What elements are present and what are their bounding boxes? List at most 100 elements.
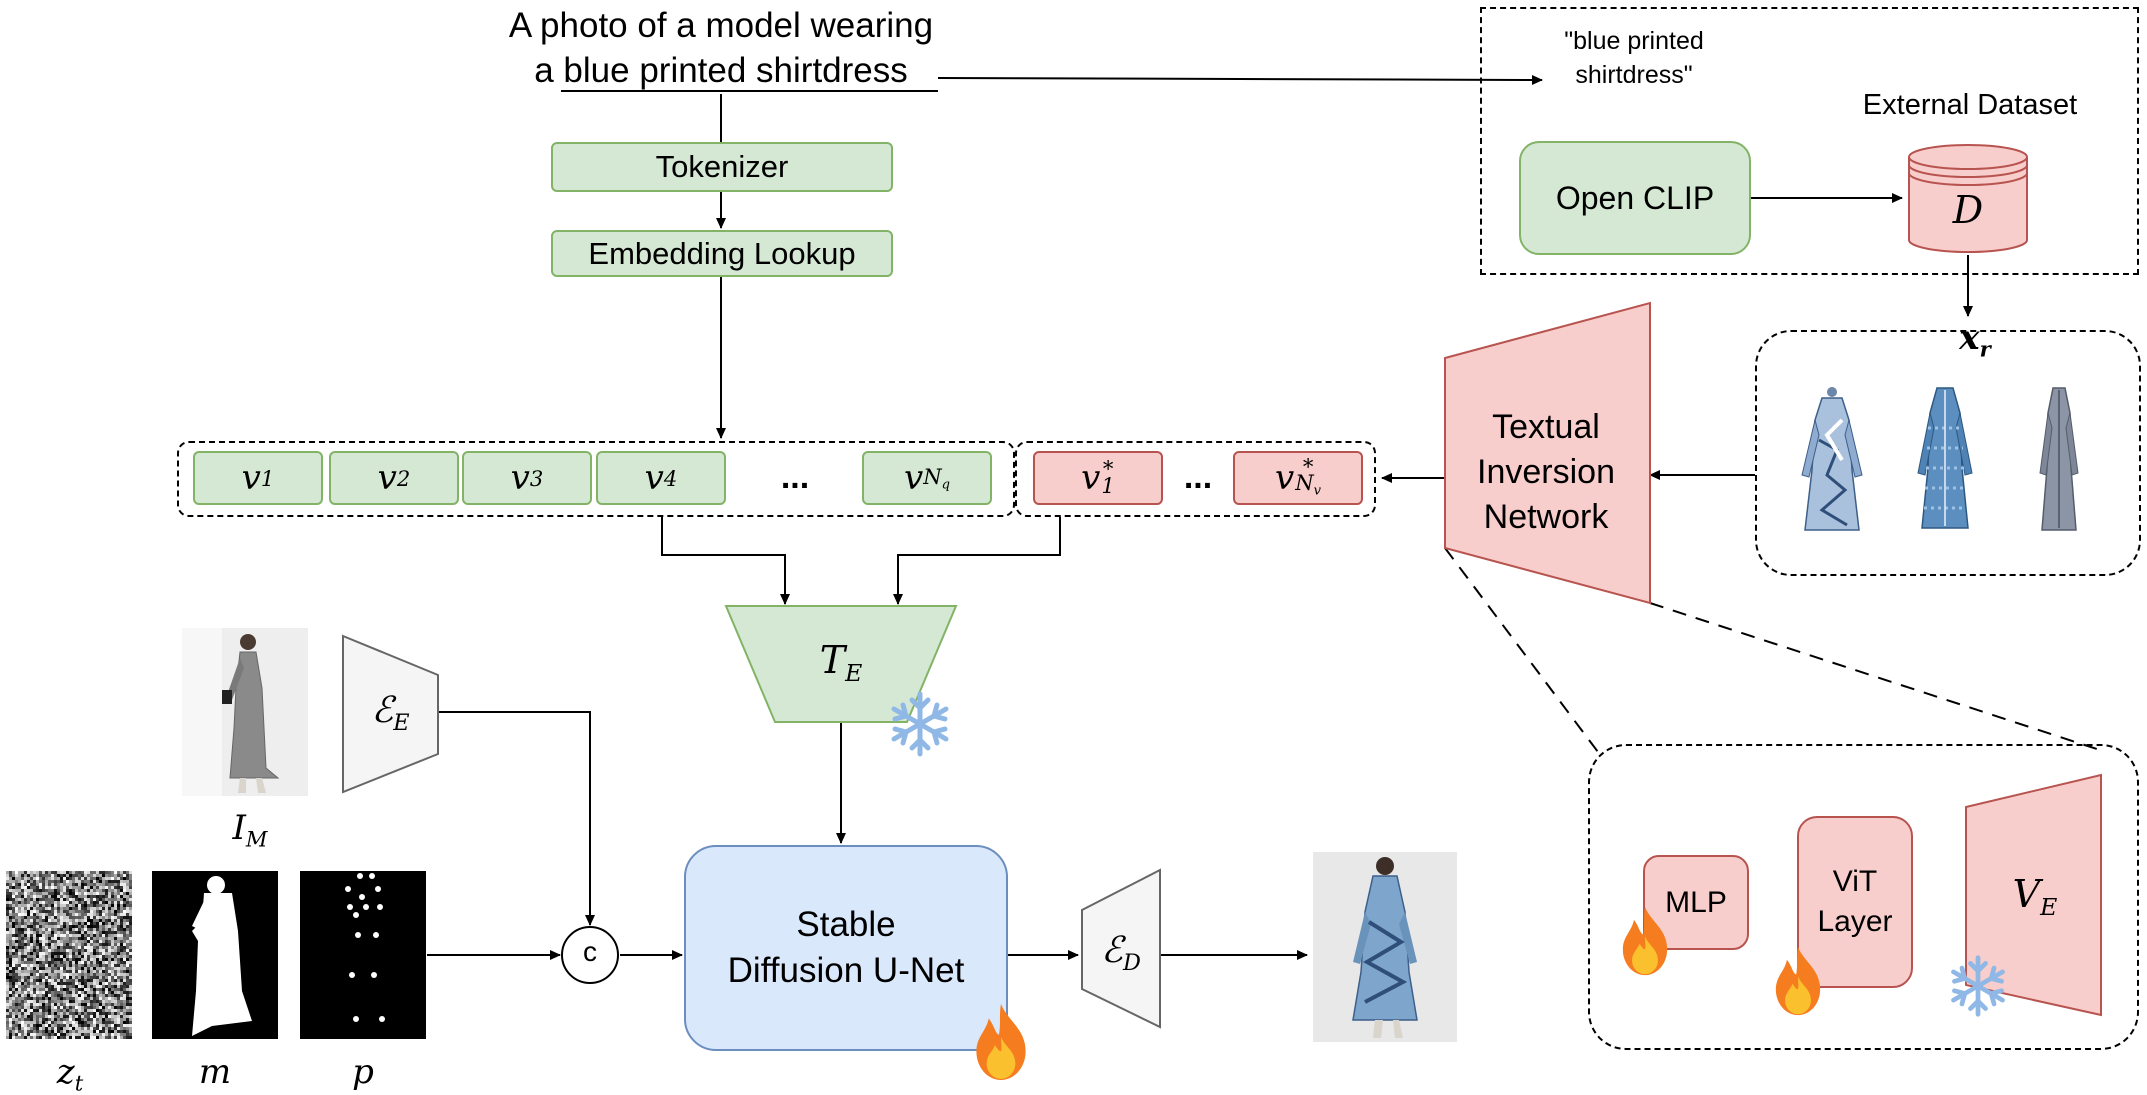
pseudo-token-last-sup: * [1302, 453, 1314, 479]
retrieved-dress-image-1 [1801, 387, 1863, 531]
noise-base: z [56, 1052, 75, 1092]
arrow-caption-to-query [937, 74, 1543, 85]
text-token-v2-sub: 2 [396, 465, 411, 491]
image-encoder-shape [342, 634, 439, 794]
unet-box: Stable Diffusion U-Net [684, 845, 1008, 1051]
noise-label: zt [40, 1052, 100, 1095]
pose-map-image [300, 871, 426, 1039]
pseudo-token-last-sub-main: N [1295, 470, 1314, 496]
arrow-pseudo-tokens-to-encoder [893, 517, 1061, 605]
retrieved-dress-image-3 [2039, 387, 2079, 531]
embedding-lookup-label: Embedding Lookup [588, 235, 856, 271]
image-encoder-base: ℰ [371, 690, 394, 731]
pseudo-token-last-subsub: v [1313, 483, 1322, 499]
image-encoder-sub: E [393, 709, 410, 736]
vit-layer-label: ViT Layer [1817, 865, 1893, 938]
pseudo-token-last-scripts: *Nv [1295, 453, 1322, 499]
mask-label: m [198, 1052, 232, 1092]
dataset-cylinder [1908, 144, 2028, 253]
embedding-lookup-box: Embedding Lookup [551, 230, 893, 277]
caption-highlighted-phrase: blue printed shirtdress [563, 51, 908, 90]
fire-icon [1622, 906, 1668, 976]
zoom-line-left [1444, 547, 1599, 753]
text-token-v3-base: v [510, 458, 530, 498]
text-token-last-sub-main: N [923, 463, 942, 489]
snowflake-icon [1951, 955, 2005, 1017]
text-token-v1-sub: 1 [260, 465, 275, 491]
fire-icon [976, 1004, 1026, 1080]
text-token-v4-sub: 4 [663, 465, 678, 491]
open-clip-label: Open CLIP [1555, 179, 1715, 216]
model-image-label: IM [210, 808, 290, 851]
noise-latent-image [6, 871, 132, 1039]
query-text: "blue printed shirtdress" [1564, 27, 1704, 89]
model-image [182, 628, 308, 796]
text-token-v2-base: v [377, 458, 397, 498]
vision-encoder-label: VE [1975, 872, 2095, 921]
concat-label: c [583, 936, 597, 967]
vision-encoder-base: V [2012, 872, 2041, 916]
pseudo-token-first-base: v [1081, 458, 1101, 498]
noise-sub: t [74, 1070, 84, 1095]
vision-encoder-sub: E [2040, 893, 2058, 922]
pseudo-token-first: v*1 [1033, 451, 1163, 505]
retrieved-dress-image-2 [1917, 387, 1973, 529]
model-image-sub: M [245, 826, 268, 852]
pseudo-token-first-scripts: *1 [1101, 456, 1115, 498]
textual-inversion-network-shape [1444, 301, 1651, 605]
caption-line-2: a blue printed shirtdress [470, 51, 972, 91]
text-token-v1-base: v [241, 458, 261, 498]
pseudo-token-group [1015, 441, 1376, 517]
pose-label: p [352, 1052, 374, 1092]
unet-label: Stable Diffusion U-Net [727, 905, 965, 990]
concat-circle [561, 926, 619, 984]
decoder-base: ℰ [1101, 930, 1123, 971]
text-token-v3-sub: 3 [529, 465, 544, 491]
pseudo-token-first-sub: 1 [1101, 473, 1115, 498]
text-encoder-base: T [819, 638, 846, 682]
tokenizer-label: Tokenizer [655, 149, 789, 184]
text-token-last-subsub: q [941, 477, 951, 493]
retrieval-group [1480, 7, 2139, 275]
decoder-shape [1081, 868, 1161, 1029]
fire-icon [1775, 946, 1821, 1016]
text-token-last-sub: Nq [923, 464, 950, 493]
retrieved-symbol: xr [1940, 318, 2010, 361]
output-image [1313, 852, 1457, 1042]
retrieved-images-group [1755, 330, 2141, 576]
pseudo-token-ellipsis: ... [1183, 458, 1213, 496]
pseudo-token-first-sup: * [1102, 456, 1114, 482]
mask-image [152, 871, 278, 1039]
pseudo-token-last-base: v [1274, 458, 1295, 498]
zoom-line-right [1649, 602, 2107, 753]
pseudo-token-last: v*Nv [1233, 451, 1363, 505]
tokenizer-box: Tokenizer [551, 142, 893, 192]
tin-detail-group [1588, 744, 2139, 1050]
arrow-text-tokens-to-encoder [661, 517, 790, 605]
open-clip-box: Open CLIP [1519, 141, 1751, 255]
pseudo-token-last-sub: Nv [1295, 472, 1322, 499]
arrow-image-encoder-to-concat [438, 711, 595, 926]
snowflake-icon [891, 691, 949, 757]
text-encoder-label: TE [766, 638, 916, 687]
textual-inversion-network-label: Textual Inversion Network [1477, 408, 1615, 536]
mlp-label: MLP [1665, 885, 1727, 919]
retrieved-symbol-subscript: r [1979, 336, 1991, 362]
text-encoder-shape [724, 605, 958, 723]
decoder-label: ℰD [1082, 930, 1160, 976]
external-dataset-label: External Dataset [1862, 89, 2078, 121]
text-token-v4-base: v [644, 458, 664, 498]
text-token-last-base: v [903, 458, 924, 498]
text-token-group [177, 441, 1015, 517]
caption-line-1: A photo of a model wearing [508, 6, 934, 45]
vit-layer-box: ViT Layer [1797, 816, 1913, 988]
caption-line-2-prefix: a [534, 51, 564, 90]
image-encoder-label: ℰE [343, 690, 438, 736]
model-image-base: I [232, 808, 246, 848]
dataset-symbol: D [1952, 188, 1984, 232]
